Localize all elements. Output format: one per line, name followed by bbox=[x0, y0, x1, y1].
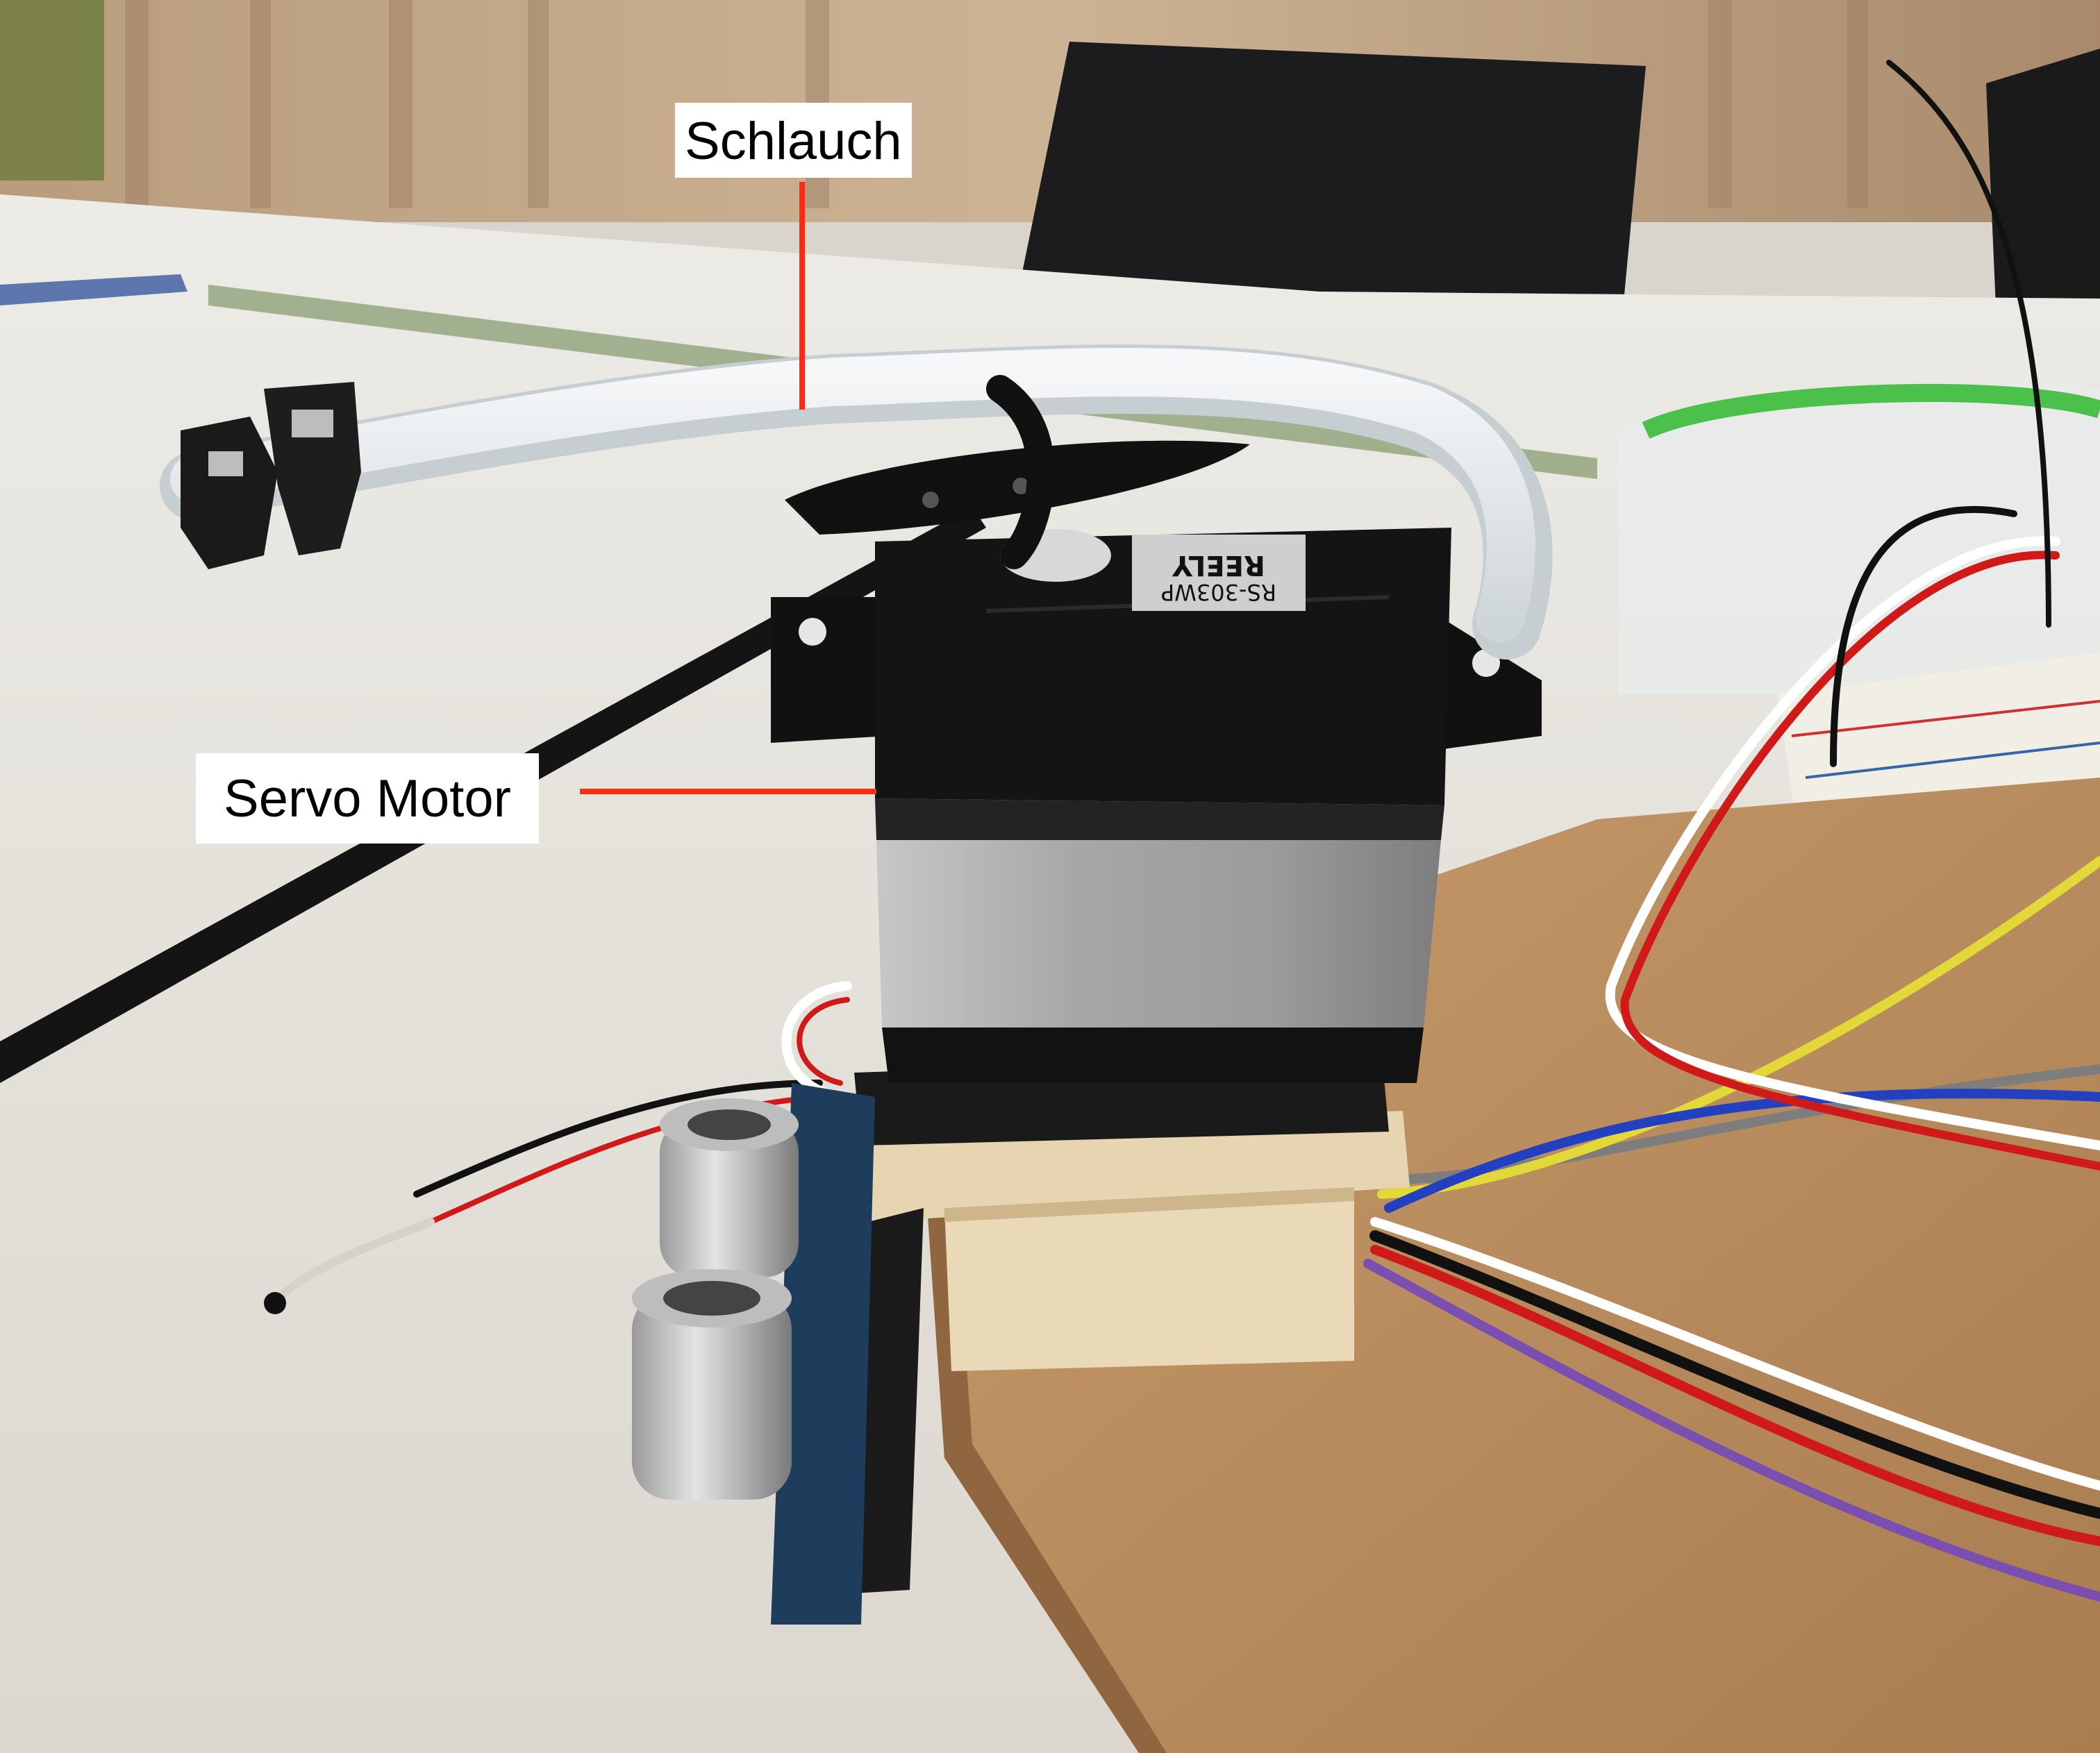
plastic-container bbox=[1618, 383, 2100, 694]
servo-brand-plate: REELY RS-303WP bbox=[1132, 535, 1306, 611]
annotation-lines bbox=[580, 182, 876, 794]
sensor-transducer-top bbox=[660, 1098, 799, 1277]
sensor-transducer-bottom bbox=[632, 1269, 792, 1500]
servo-motor: REELY RS-303WP bbox=[771, 440, 1542, 1083]
tube-label: Schlauch bbox=[675, 103, 912, 178]
servo-model-text: RS-303WP bbox=[1161, 579, 1276, 605]
servo-motor-label: Servo Motor bbox=[196, 753, 539, 844]
nozzle-clips bbox=[181, 382, 361, 569]
tube bbox=[160, 344, 1553, 660]
ultrasonic-sensor bbox=[632, 1083, 875, 1625]
servo-brand-text: REELY bbox=[1172, 549, 1265, 581]
